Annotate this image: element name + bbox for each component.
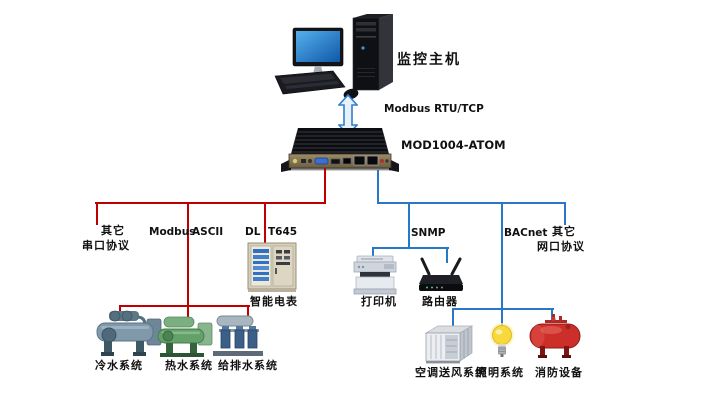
printer-label: 打印机: [361, 295, 397, 308]
network-other-protocol-label-line1: 其它: [552, 225, 576, 238]
fire-label: 消防设备: [535, 366, 583, 379]
network-drop-snmp: [408, 202, 410, 249]
serial-other-protocol-label-line1: 其它: [101, 224, 125, 237]
ascii-label: ASCII: [192, 226, 224, 238]
snmp-drop-router: [446, 247, 448, 263]
modbus-label: Modbus: [149, 226, 196, 238]
network-bus-trunk: [377, 202, 566, 204]
bacnet-sub-trunk: [452, 308, 554, 310]
t645-label: T645: [268, 226, 298, 238]
chilled-water-label: 冷水系统: [95, 359, 143, 372]
serial-drop-other: [96, 202, 98, 225]
router-label: 路由器: [422, 295, 458, 308]
snmp-sub-trunk: [372, 247, 449, 249]
serial-other-protocol-label-line2: 串口协议: [82, 239, 130, 252]
printer-image: [351, 254, 399, 296]
smart-meter-image: [246, 241, 298, 295]
monitoring-host-image: [271, 8, 401, 103]
meter-label: 智能电表: [250, 295, 298, 308]
drainage-system-image: [211, 312, 265, 359]
drainage-label: 给排水系统: [218, 359, 278, 372]
hot-water-system-image: [156, 315, 214, 359]
serial-drop-hot: [187, 305, 189, 321]
serial-sub-trunk: [119, 305, 250, 307]
bacnet-label: BACnet: [504, 227, 548, 239]
host-link-label: Modbus RTU/TCP: [384, 103, 484, 115]
snmp-label: SNMP: [411, 227, 446, 239]
serial-bus-riser: [324, 168, 326, 204]
network-drop-bacnet: [501, 202, 503, 310]
host-label: 监控主机: [397, 52, 461, 68]
fire-equipment-image: [527, 314, 583, 360]
network-other-protocol-label-line2: 网口协议: [537, 240, 585, 253]
network-bus-riser: [377, 170, 379, 204]
lighting-system-image: [489, 323, 515, 359]
snmp-drop-printer: [372, 247, 374, 259]
network-drop-other: [564, 202, 566, 225]
serial-bus-trunk: [95, 202, 326, 204]
serial-drop-drainage: [247, 305, 249, 316]
hvac-label: 空调送风系统: [415, 366, 487, 379]
dl-label: DL: [245, 226, 261, 238]
hot-water-label: 热水系统: [165, 359, 213, 372]
serial-drop-dlt645: [264, 202, 266, 244]
bacnet-drop-hvac: [452, 308, 454, 326]
router-image: [417, 257, 465, 295]
chilled-water-system-image: [95, 309, 165, 359]
serial-drop-modbus: [187, 202, 189, 307]
hvac-system-image: [422, 323, 474, 365]
bacnet-drop-lighting: [501, 308, 503, 326]
gateway-label: MOD1004-ATOM: [401, 138, 506, 152]
lighting-label: 照明系统: [476, 366, 524, 379]
gateway-device-image: [281, 126, 399, 174]
